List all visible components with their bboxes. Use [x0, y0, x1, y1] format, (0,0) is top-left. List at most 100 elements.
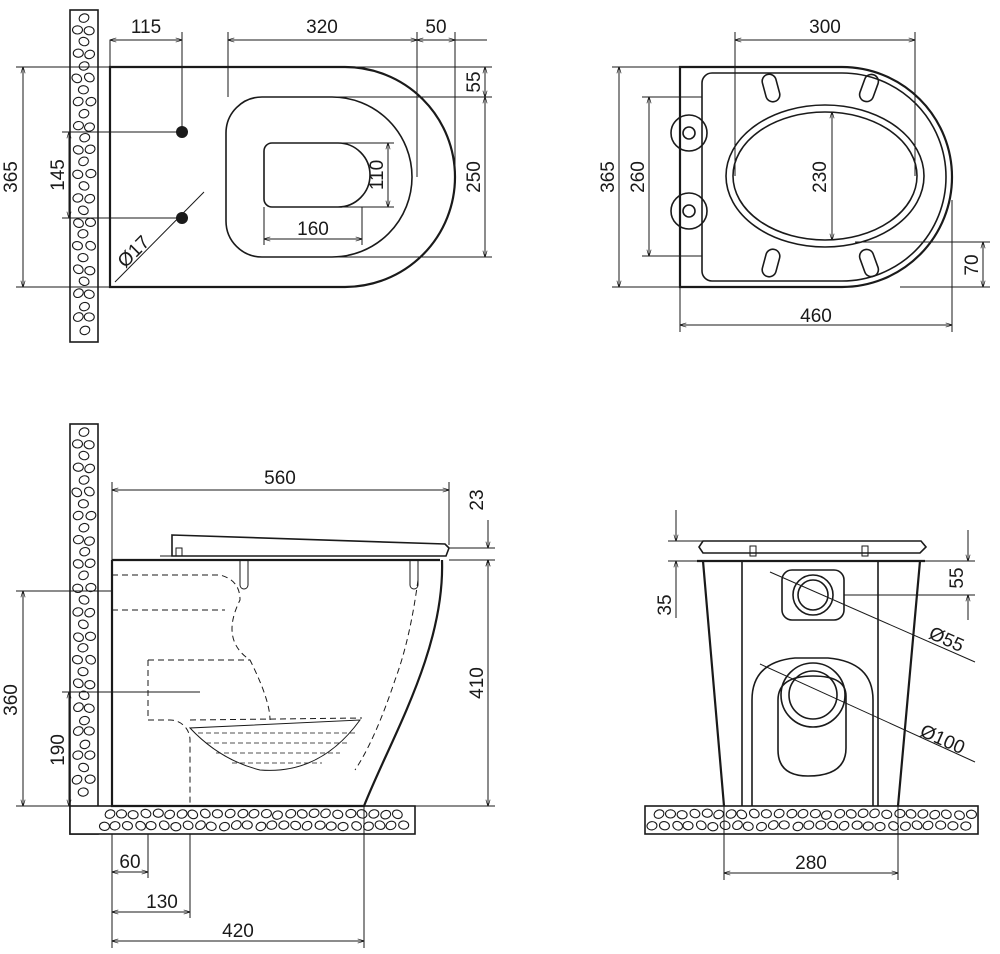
stone: [104, 809, 116, 819]
dim-bowl-length: 320: [306, 17, 338, 38]
stone: [332, 809, 344, 820]
stone: [73, 288, 84, 299]
dim-front-gap: 55: [464, 71, 485, 92]
stone: [929, 809, 941, 820]
dim-bowl-depth: 250: [464, 161, 485, 193]
stone: [85, 582, 97, 593]
stone: [127, 810, 139, 820]
rear-view: 35 55 Ø55 Ø100 280: [644, 510, 979, 880]
dim-seat-opening-width: 300: [809, 17, 841, 38]
stone: [176, 809, 188, 819]
stone: [78, 13, 90, 23]
stone: [158, 820, 170, 831]
stone: [170, 822, 182, 832]
stone: [391, 809, 403, 820]
stone: [894, 808, 906, 819]
stone: [653, 809, 665, 819]
stone: [145, 820, 157, 831]
stone: [905, 809, 917, 819]
stone: [689, 808, 701, 819]
stone: [77, 787, 89, 797]
stone: [77, 205, 89, 216]
stone: [308, 808, 320, 818]
stone: [337, 821, 349, 832]
stone: [85, 654, 97, 665]
stone: [84, 49, 96, 60]
stone: [115, 809, 128, 819]
stone: [78, 181, 90, 191]
seat-hinges: [670, 114, 708, 230]
stone: [72, 510, 84, 521]
stone: [78, 475, 90, 485]
stone: [815, 820, 827, 830]
stone: [83, 440, 95, 450]
stone: [72, 145, 84, 155]
stone: [205, 821, 217, 831]
stone: [792, 821, 804, 832]
stone: [72, 583, 84, 594]
stone: [77, 643, 89, 653]
stone: [398, 820, 410, 830]
stone: [845, 809, 857, 819]
stone: [73, 218, 84, 228]
stone: [748, 808, 760, 819]
stone: [84, 266, 96, 276]
dim-mount-spacing: 145: [48, 159, 69, 191]
stone: [79, 132, 91, 143]
stone: [755, 821, 767, 832]
stone: [803, 820, 815, 830]
dim-seat-thickness: 23: [467, 489, 488, 510]
stone: [857, 808, 869, 818]
stone: [77, 229, 89, 239]
stone-pattern: [71, 13, 97, 336]
stone: [351, 821, 362, 831]
stone: [664, 809, 677, 819]
dim-supply-offset: 55: [947, 567, 968, 588]
stone: [71, 655, 83, 665]
bowl-outline: [108, 65, 457, 289]
dim-supply-height: 360: [1, 684, 22, 716]
stone: [78, 276, 90, 287]
stone: [72, 169, 84, 180]
stone: [827, 820, 839, 831]
stone: [838, 820, 850, 831]
stone: [773, 808, 785, 819]
stone: [85, 168, 97, 179]
stone-pattern: [71, 427, 410, 832]
stone: [164, 809, 176, 820]
stone: [79, 739, 91, 750]
stone: [954, 810, 965, 820]
stone: [237, 808, 249, 819]
stone: [965, 809, 978, 819]
floor-rear: [644, 805, 979, 835]
stone: [84, 558, 96, 568]
stone: [380, 809, 392, 820]
stone: [78, 450, 90, 461]
outlet-outline: [263, 142, 371, 208]
stone: [78, 156, 89, 167]
dim-seat-gap: 35: [655, 594, 676, 615]
stone: [230, 820, 242, 830]
dim-waste-diameter: Ø100: [917, 721, 968, 759]
stone: [71, 25, 84, 35]
stone: [195, 820, 206, 831]
stone: [78, 595, 90, 605]
stone: [182, 820, 194, 831]
stone: [83, 122, 95, 132]
stone: [862, 821, 874, 831]
stone: [78, 762, 90, 773]
stone: [73, 702, 84, 713]
stone: [83, 703, 95, 713]
stone: [78, 522, 90, 533]
stone: [917, 809, 929, 819]
stone: [79, 325, 91, 336]
seat-bumpers: [761, 73, 880, 278]
stone: [72, 48, 84, 58]
stone: [368, 809, 380, 819]
dim-bolt-diameter: Ø17: [114, 232, 154, 272]
stone: [911, 820, 923, 830]
stone: [374, 820, 386, 830]
dim-side-overall-length: 560: [264, 468, 296, 489]
dim-overall-depth: 365: [1, 161, 22, 193]
stone-pattern: [646, 808, 978, 832]
